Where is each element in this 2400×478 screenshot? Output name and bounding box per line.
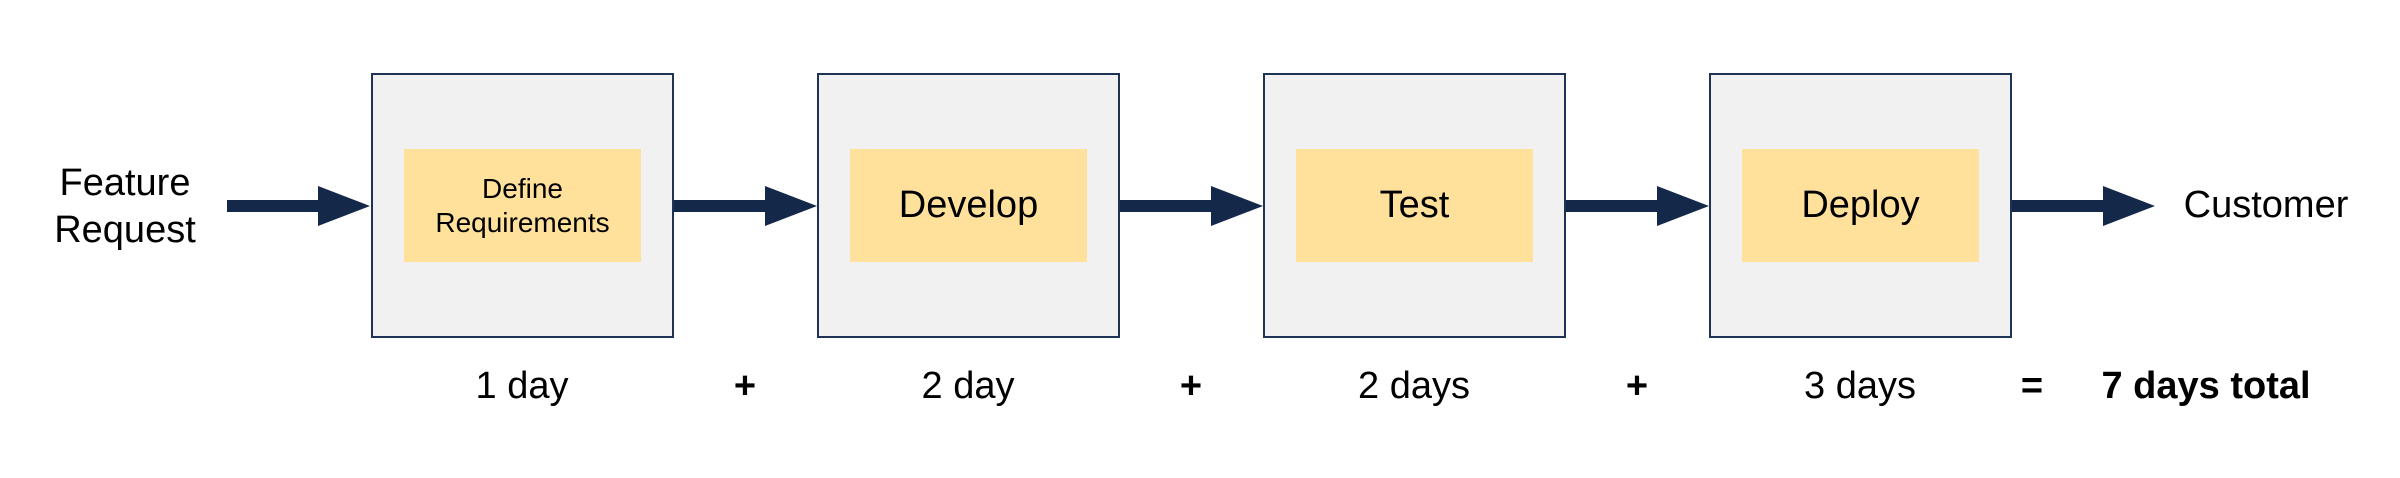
plus-operator-1: + [733,365,757,407]
duration-label-1: 1 day [475,365,569,407]
flow-arrow-2 [674,186,817,226]
total-duration-label: 7 days total [2101,365,2311,407]
sink-label: Customer [2183,184,2349,227]
flow-arrow-1 [227,186,370,226]
stage-label-deploy: Deploy [1742,149,1979,262]
plus-operator-2: + [1179,365,1203,407]
duration-label-3: 2 days [1358,365,1470,407]
source-label: Feature Request [54,161,196,252]
flow-arrow-5 [2012,186,2155,226]
stage-label-develop: Develop [850,149,1087,262]
plus-operator-3: + [1625,365,1649,407]
duration-label-2: 2 day [921,365,1015,407]
duration-label-4: 3 days [1804,365,1916,407]
flow-arrow-4 [1566,186,1709,226]
stage-label-test: Test [1296,149,1533,262]
stage-label-define-requirements: Define Requirements [404,149,641,262]
stage-box-deploy: Deploy [1709,73,2012,338]
stage-box-develop: Develop [817,73,1120,338]
stage-box-test: Test [1263,73,1566,338]
equals-operator: = [2020,365,2044,407]
flow-arrow-3 [1120,186,1263,226]
stage-box-define-requirements: Define Requirements [371,73,674,338]
